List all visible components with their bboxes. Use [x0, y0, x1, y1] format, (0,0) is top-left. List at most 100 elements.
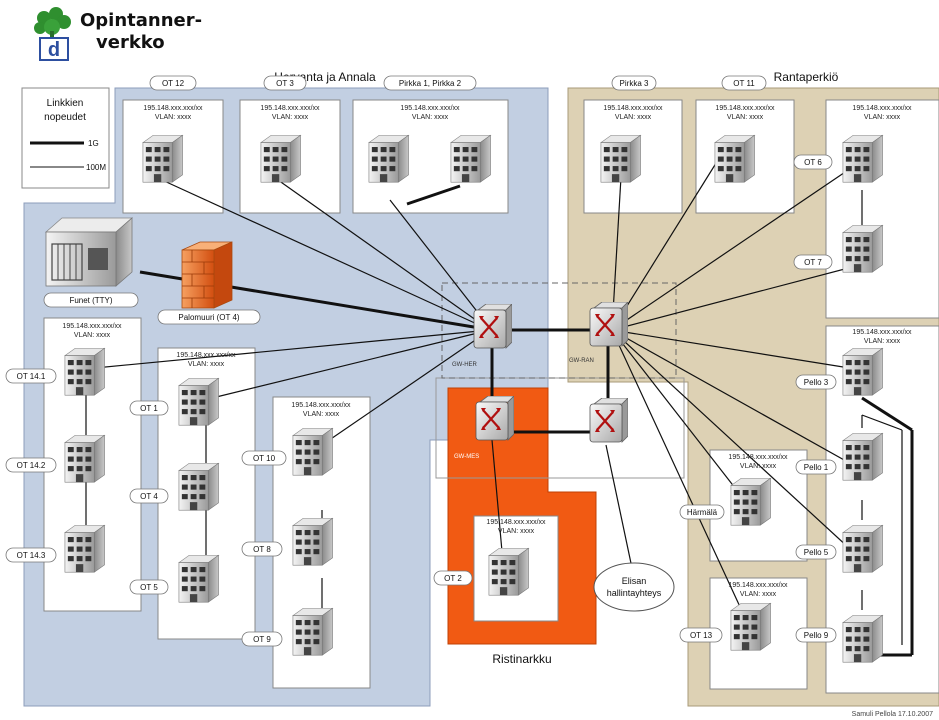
tag-ot6: OT 6	[804, 158, 822, 167]
building-ot2	[488, 547, 529, 596]
tag-harmala: Härmälä	[687, 508, 718, 517]
svg-text:195.148.xxx.xxx/xx: 195.148.xxx.xxx/xx	[728, 454, 788, 461]
building-ot10	[292, 427, 333, 476]
building-ot5	[178, 554, 219, 603]
firewall-icon	[181, 241, 233, 309]
svg-text:195.148.xxx.xxx/xx: 195.148.xxx.xxx/xx	[62, 323, 122, 330]
tag-ot10: OT 10	[253, 454, 276, 463]
tag-ot11: OT 11	[733, 79, 755, 88]
svg-text:VLAN: xxxx: VLAN: xxxx	[727, 114, 764, 121]
svg-text:VLAN: xxxx: VLAN: xxxx	[188, 361, 225, 368]
svg-text:195.148.xxx.xxx/xx: 195.148.xxx.xxx/xx	[486, 519, 546, 526]
logo-line1: Opintanner-	[80, 10, 202, 31]
building-pello3	[842, 347, 883, 396]
svg-text:VLAN: xxxx: VLAN: xxxx	[74, 332, 111, 339]
switch-gw-ran-label: GW-RAN	[569, 358, 594, 364]
building-pirkka1	[368, 134, 409, 183]
svg-text:VLAN: xxxx: VLAN: xxxx	[272, 114, 309, 121]
building-pello1	[842, 432, 883, 481]
building-ot141	[64, 347, 105, 396]
building-pello5	[842, 524, 883, 573]
svg-text:195.148.xxx.xxx/xx: 195.148.xxx.xxx/xx	[728, 582, 788, 589]
building-pello9	[842, 614, 883, 663]
switch-gw-mes-label: GW-MES	[454, 454, 479, 460]
tag-ot5: OT 5	[140, 583, 158, 592]
building-ot13	[730, 602, 771, 651]
svg-text:VLAN: xxxx: VLAN: xxxx	[498, 528, 535, 535]
logo: d Opintanner- verkko	[34, 7, 202, 61]
credit: Samuli Pellola 17.10.2007	[852, 711, 933, 718]
building-ot143	[64, 524, 105, 573]
tag-pirkka3: Pirkka 3	[620, 79, 649, 88]
building-ot4	[178, 462, 219, 511]
svg-text:195.148.xxx.xxx/xx: 195.148.xxx.xxx/xx	[143, 105, 203, 112]
svg-text:VLAN: xxxx: VLAN: xxxx	[740, 463, 777, 470]
svg-text:195.148.xxx.xxx/xx: 195.148.xxx.xxx/xx	[400, 105, 460, 112]
tag-pello9: Pello 9	[804, 631, 829, 640]
funet-label: Funet (TTY)	[69, 296, 112, 305]
building-ot8	[292, 517, 333, 566]
elisa-line1: Elisan	[622, 576, 647, 586]
building-ot11	[714, 134, 755, 183]
svg-text:nopeudet: nopeudet	[44, 112, 86, 123]
building-ot142	[64, 434, 105, 483]
logo-mark-icon: d	[34, 7, 71, 61]
svg-text:Linkkien: Linkkien	[47, 98, 84, 109]
building-ot1	[178, 377, 219, 426]
svg-text:195.148.xxx.xxx/xx: 195.148.xxx.xxx/xx	[291, 402, 351, 409]
tag-ot3: OT 3	[276, 79, 294, 88]
svg-text:VLAN: xxxx: VLAN: xxxx	[740, 591, 777, 598]
building-ot3	[260, 134, 301, 183]
switch-gw-her-label: GW-HER	[452, 362, 478, 368]
switch-gw-her-icon	[472, 304, 512, 350]
tag-ot12: OT 12	[162, 79, 185, 88]
building-harmala	[730, 477, 771, 526]
switch-gw-mes-icon	[474, 396, 514, 442]
svg-text:VLAN: xxxx: VLAN: xxxx	[155, 114, 192, 121]
region-title-ristinarkku: Ristinarkku	[492, 652, 551, 666]
links	[85, 159, 914, 657]
tag-pello1: Pello 1	[804, 463, 829, 472]
firewall-label: Palomuuri (OT 4)	[178, 313, 240, 322]
building-ot6	[842, 134, 883, 183]
logo-line2: verkko	[96, 32, 165, 53]
funet-building-icon	[44, 217, 134, 287]
legend: Linkkien nopeudet 1G 100M	[30, 98, 106, 172]
tag-pirkka12: Pirkka 1, Pirkka 2	[399, 79, 462, 88]
svg-text:195.148.xxx.xxx/xx: 195.148.xxx.xxx/xx	[260, 105, 320, 112]
legend-1g-label: 1G	[88, 139, 99, 148]
svg-text:VLAN: xxxx: VLAN: xxxx	[303, 411, 340, 418]
region-title-rantaperkio: Rantaperkiö	[774, 70, 839, 84]
elisa-line2: hallintayhteys	[607, 588, 662, 598]
svg-text:195.148.xxx.xxx/xx: 195.148.xxx.xxx/xx	[852, 105, 912, 112]
tag-boxes	[5, 75, 837, 647]
tag-ot1: OT 1	[140, 404, 158, 413]
svg-text:VLAN: xxxx: VLAN: xxxx	[412, 114, 449, 121]
tag-ot8: OT 8	[253, 545, 271, 554]
tag-ot143: OT 14.3	[17, 551, 46, 560]
svg-text:195.148.xxx.xxx/xx: 195.148.xxx.xxx/xx	[852, 329, 912, 336]
svg-text:195.148.xxx.xxx/xx: 195.148.xxx.xxx/xx	[603, 105, 663, 112]
svg-text:VLAN: xxxx: VLAN: xxxx	[864, 338, 901, 345]
svg-text:d: d	[48, 39, 60, 61]
svg-text:VLAN: xxxx: VLAN: xxxx	[615, 114, 652, 121]
building-ot7	[842, 224, 883, 273]
svg-text:195.148.xxx.xxx/xx: 195.148.xxx.xxx/xx	[715, 105, 775, 112]
svg-text:VLAN: xxxx: VLAN: xxxx	[864, 114, 901, 121]
tag-ot4: OT 4	[140, 492, 158, 501]
tag-ot9: OT 9	[253, 635, 271, 644]
tag-ot142: OT 14.2	[17, 461, 46, 470]
building-ot12	[142, 134, 183, 183]
tag-ot2: OT 2	[444, 574, 462, 583]
tag-ot13: OT 13	[690, 631, 713, 640]
switch-gw-ran-icon	[588, 302, 628, 348]
switch-elisa-icon	[588, 398, 628, 444]
svg-text:195.148.xxx.xxx/xx: 195.148.xxx.xxx/xx	[176, 352, 236, 359]
tag-pello5: Pello 5	[804, 548, 829, 557]
core-dashed-box	[441, 282, 677, 379]
tag-labels: OT 12 OT 3 Pirkka 1, Pirkka 2 Pirkka 3 O…	[17, 79, 829, 644]
legend-100m-label: 100M	[86, 163, 106, 172]
building-pirkka2	[450, 134, 491, 183]
